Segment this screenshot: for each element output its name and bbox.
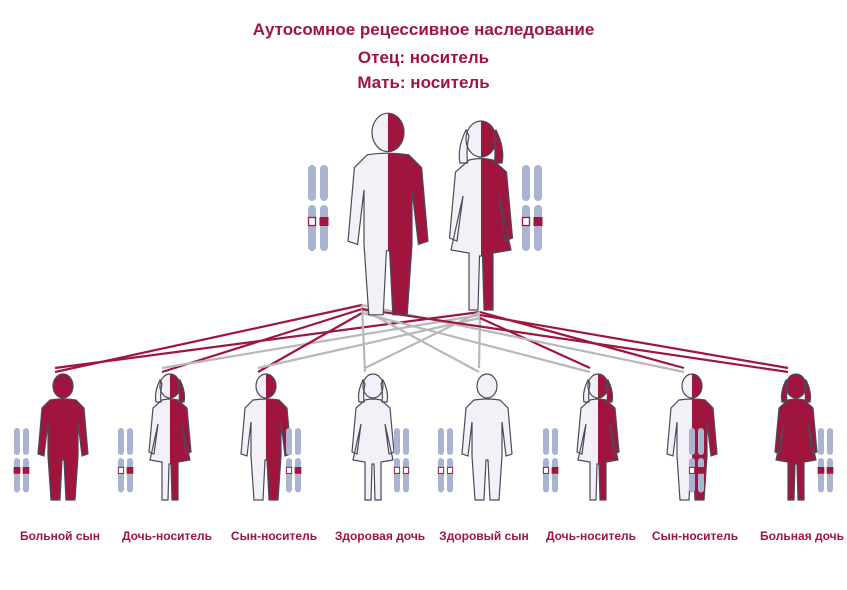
chromosome-pair	[688, 428, 705, 493]
mother-status: Мать: носитель	[357, 73, 490, 92]
chromosome-pair	[542, 428, 559, 493]
child-label: Дочь-носитель	[121, 529, 213, 543]
father-line	[361, 311, 591, 374]
chromosome-pair	[13, 428, 30, 493]
mother-line	[364, 311, 481, 369]
father-line	[361, 307, 789, 374]
chromosome-pair	[817, 428, 834, 493]
children-group	[13, 373, 834, 501]
father-line	[361, 308, 480, 373]
chromosome-pair	[393, 428, 410, 493]
mother-line	[477, 314, 482, 369]
mother-line	[54, 310, 481, 370]
child-figure	[37, 373, 89, 501]
chromosome-pair	[437, 428, 454, 493]
father-figure	[347, 112, 429, 316]
chromosome-pair	[307, 165, 329, 251]
child-label: Больная дочь	[760, 529, 844, 543]
child-label: Сын-носитель	[230, 529, 318, 543]
chromosome-pair	[285, 428, 302, 493]
father-line	[257, 312, 363, 373]
inheritance-lines	[54, 303, 789, 374]
mother-line	[479, 313, 789, 370]
parents-group	[307, 112, 543, 316]
mother-line	[161, 313, 481, 370]
father-status: Отец: носитель	[357, 48, 490, 67]
child-figure	[576, 373, 620, 501]
child-label: Здоровый сын	[439, 529, 529, 543]
mother-line	[257, 316, 481, 370]
child-label: Здоровая дочь	[334, 529, 426, 543]
child-label: Больной сын	[19, 529, 101, 543]
child-label: Дочь-носитель	[545, 529, 637, 543]
mother-figure	[448, 120, 514, 311]
father-line	[360, 304, 367, 373]
child-figure	[148, 373, 192, 501]
mother-line	[479, 316, 591, 370]
child-figure	[774, 373, 818, 501]
child-figure	[461, 373, 513, 501]
child-label: Сын-носитель	[651, 529, 739, 543]
chromosome-pair	[117, 428, 134, 493]
chromosome-pair	[521, 165, 543, 251]
diagram-title: Аутосомное рецессивное наследование	[252, 20, 595, 39]
child-figure	[351, 373, 395, 501]
